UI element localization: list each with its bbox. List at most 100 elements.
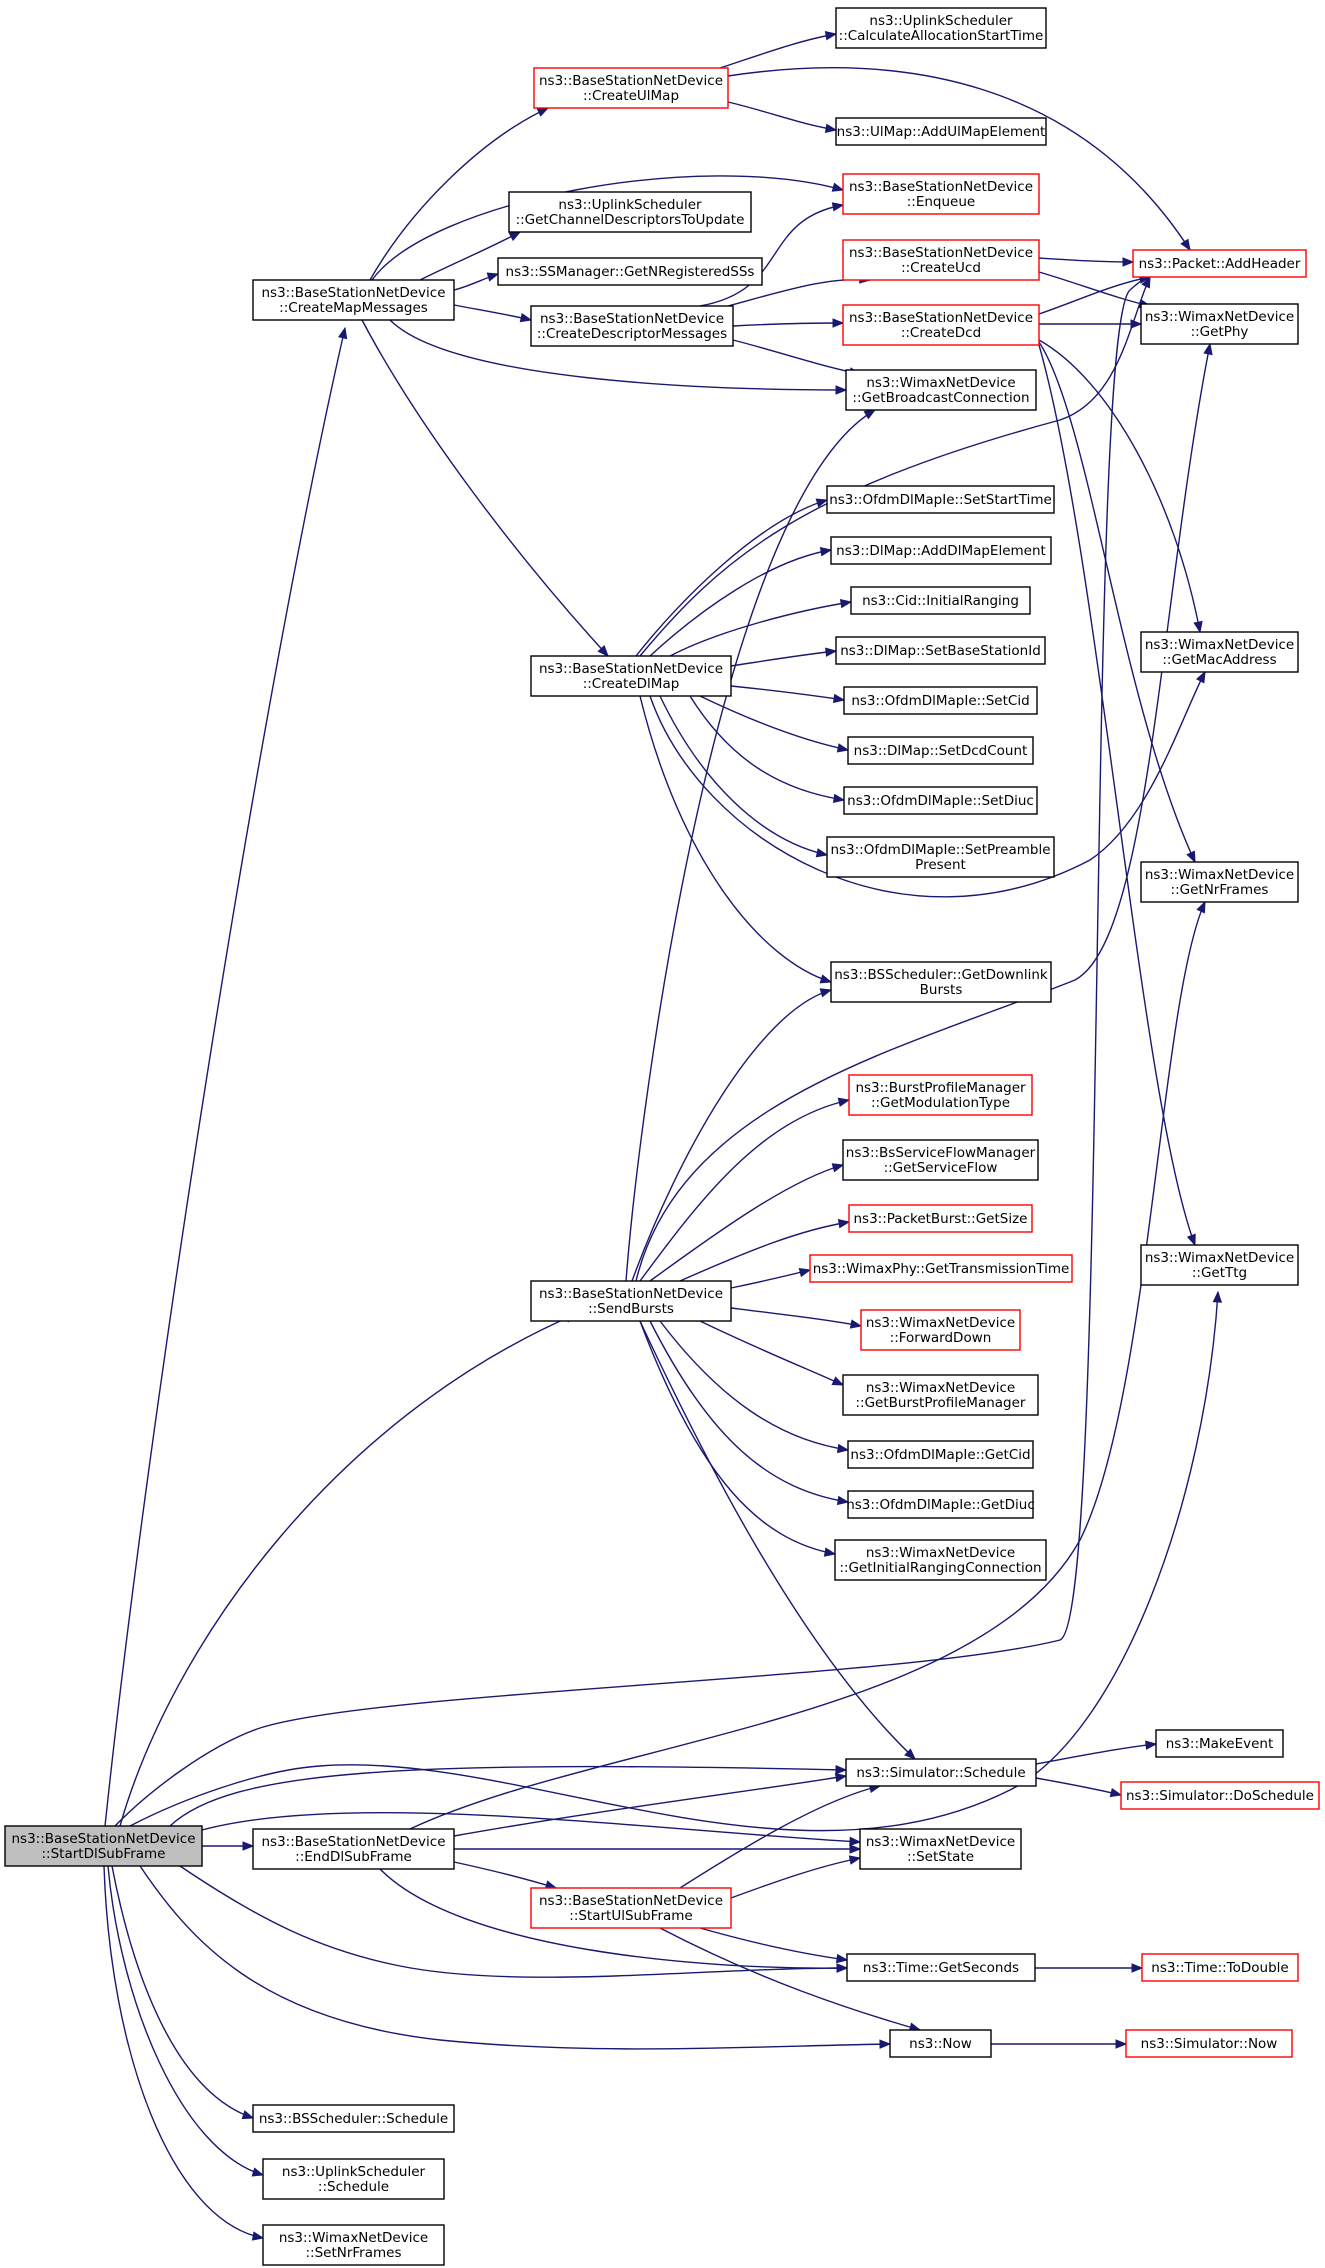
node-doSchedule[interactable]: ns3::Simulator::DoSchedule [1120,1781,1320,1810]
node-setStartTime[interactable]: ns3::OfdmDlMapIe::SetStartTime [826,485,1055,514]
node-box [835,7,1047,49]
edge-sendBursts-to-getDiuc [649,1320,850,1506]
node-label: ns3::BaseStationNetDevice [540,311,724,327]
node-setBsId[interactable]: ns3::DlMap::SetBaseStationId [835,636,1046,665]
edge-createMap-to-getBcast [389,319,848,395]
node-toDouble[interactable]: ns3::Time::ToDouble [1141,1953,1299,1982]
node-getSvcFlow[interactable]: ns3::BsServiceFlowManager::GetServiceFlo… [842,1139,1039,1181]
node-getInitRng[interactable]: ns3::WimaxNetDevice::GetInitialRangingCo… [834,1539,1047,1581]
node-label: ns3::BaseStationNetDevice [849,179,1033,195]
edge-sendBursts-to-getCid [659,1320,850,1454]
edge-createDcd-to-getMac [1038,339,1203,634]
node-now[interactable]: ns3::Now [889,2029,992,2058]
node-box [1141,1953,1299,1982]
node-box [252,1828,455,1870]
edge-sendBursts-to-getDlBursts [631,988,833,1282]
edge-start-to-now [139,1865,892,2050]
node-box [826,485,1055,514]
node-label: ns3::BaseStationNetDevice [539,73,723,89]
node-label: ::GetMacAddress [1162,652,1276,668]
node-createUlMap[interactable]: ns3::BaseStationNetDevice::CreateUlMap [533,67,729,109]
node-sendBursts[interactable]: ns3::BaseStationNetDevice::SendBursts [530,1280,732,1322]
node-label: ::StartUlSubFrame [569,1908,692,1924]
node-label: ns3::Now [909,2036,972,2052]
edge-createDlMap-to-setDcd [699,695,850,753]
node-label: ns3::BaseStationNetDevice [539,1286,723,1302]
node-box [859,1828,1022,1870]
node-setDcd[interactable]: ns3::DlMap::SetDcdCount [847,736,1034,765]
node-box [530,655,732,697]
node-simNow[interactable]: ns3::Simulator::Now [1125,2029,1293,2058]
node-box [843,786,1038,815]
node-addHeader[interactable]: ns3::Packet::AddHeader [1132,249,1307,278]
node-simSchedule[interactable]: ns3::Simulator::Schedule [845,1758,1037,1787]
node-label: ns3::UplinkScheduler [869,13,1013,29]
edge-start-to-simSchedule [169,1765,848,1827]
node-getPhy[interactable]: ns3::WimaxNetDevice::GetPhy [1140,303,1299,345]
node-label: ns3::MakeEvent [1166,1736,1274,1752]
node-setDiuc[interactable]: ns3::OfdmDlMapIe::SetDiuc [843,786,1038,815]
edge-simSchedule-to-doSchedule [1035,1777,1123,1798]
node-label: ns3::Simulator::DoSchedule [1126,1788,1314,1804]
node-addUlMap[interactable]: ns3::UlMap::AddUlMapElement [835,117,1047,146]
node-endDl[interactable]: ns3::BaseStationNetDevice::EndDlSubFrame [252,1828,455,1870]
node-getChanDesc[interactable]: ns3::UplinkScheduler::GetChannelDescript… [508,191,752,233]
node-label: ns3::OfdmDlMapIe::SetDiuc [847,793,1034,809]
node-setCid[interactable]: ns3::OfdmDlMapIe::SetCid [843,686,1038,715]
node-getNReg[interactable]: ns3::SSManager::GetNRegisteredSSs [497,257,763,286]
node-createMap[interactable]: ns3::BaseStationNetDevice::CreateMapMess… [252,279,455,321]
node-getDiuc[interactable]: ns3::OfdmDlMapIe::GetDiuc [846,1490,1035,1519]
node-createDcd[interactable]: ns3::BaseStationNetDevice::CreateDcd [842,304,1040,346]
node-bsSchedule[interactable]: ns3::BSScheduler::Schedule [252,2104,455,2133]
node-getBcast[interactable]: ns3::WimaxNetDevice::GetBroadcastConnect… [845,369,1037,411]
node-createDesc[interactable]: ns3::BaseStationNetDevice::CreateDescrip… [530,305,734,347]
node-getBpm[interactable]: ns3::WimaxNetDevice::GetBurstProfileMana… [842,1374,1039,1416]
node-startUl[interactable]: ns3::BaseStationNetDevice::StartUlSubFra… [530,1887,732,1929]
node-createDlMap[interactable]: ns3::BaseStationNetDevice::CreateDlMap [530,655,732,697]
edge-createDcd-to-addHeader [1038,274,1152,315]
node-start[interactable]: ns3::BaseStationNetDevice::StartDlSubFra… [4,1825,203,1867]
node-getModType[interactable]: ns3::BurstProfileManager::GetModulationT… [848,1074,1033,1116]
node-makeEvent[interactable]: ns3::MakeEvent [1155,1729,1284,1758]
node-getTtg[interactable]: ns3::WimaxNetDevice::GetTtg [1140,1244,1299,1286]
node-createUcd[interactable]: ns3::BaseStationNetDevice::CreateUcd [842,239,1040,281]
node-getNrFrames[interactable]: ns3::WimaxNetDevice::GetNrFrames [1140,861,1299,903]
node-label: ns3::Packet::AddHeader [1139,256,1301,272]
node-label: ns3::OfdmDlMapIe::SetPreamble [830,842,1050,858]
node-box [809,1254,1073,1283]
node-getTxTime[interactable]: ns3::WimaxPhy::GetTransmissionTime [809,1254,1073,1283]
node-box [826,836,1055,878]
edge-createDcd-to-getNrFrames [1038,341,1196,864]
node-layer: ns3::BaseStationNetDevice::StartDlSubFra… [4,7,1320,2266]
node-addDlMap[interactable]: ns3::DlMap::AddDlMapElement [830,536,1052,565]
node-enqueue[interactable]: ns3::BaseStationNetDevice::Enqueue [842,173,1040,215]
node-initRanging[interactable]: ns3::Cid::InitialRanging [850,586,1031,615]
node-ulSchedule[interactable]: ns3::UplinkScheduler::Schedule [262,2158,445,2200]
edge-start-to-bsSchedule [111,1865,255,2120]
node-setNrFrames[interactable]: ns3::WimaxNetDevice::SetNrFrames [262,2224,445,2266]
edge-sendBursts-to-simSchedule [639,1320,916,1760]
node-pbGetSize[interactable]: ns3::PacketBurst::GetSize [848,1204,1033,1233]
node-getSeconds[interactable]: ns3::Time::GetSeconds [846,1953,1036,1982]
node-box [4,1825,203,1867]
node-label: ns3::WimaxNetDevice [1145,637,1294,653]
node-box [860,1309,1021,1351]
edge-layer [103,31,1223,2241]
node-setState[interactable]: ns3::WimaxNetDevice::SetState [859,1828,1022,1870]
node-label: ns3::BaseStationNetDevice [539,1893,723,1909]
node-box [843,686,1038,715]
edge-sendBursts-to-fwdDown [730,1307,863,1329]
node-label: ns3::UlMap::AddUlMapElement [837,124,1046,140]
node-box [850,586,1031,615]
node-getCid[interactable]: ns3::OfdmDlMapIe::GetCid [847,1440,1034,1469]
node-label: ::Enqueue [907,194,975,210]
edge-endDl-to-setState [454,1844,862,1854]
edge-now-to-simNow [991,2039,1128,2049]
node-getMac[interactable]: ns3::WimaxNetDevice::GetMacAddress [1140,631,1299,673]
node-fwdDown[interactable]: ns3::WimaxNetDevice::ForwardDown [860,1309,1021,1351]
node-box [848,1074,1033,1116]
node-box [1125,2029,1293,2058]
node-calcAlloc[interactable]: ns3::UplinkScheduler::CalculateAllocatio… [835,7,1047,49]
